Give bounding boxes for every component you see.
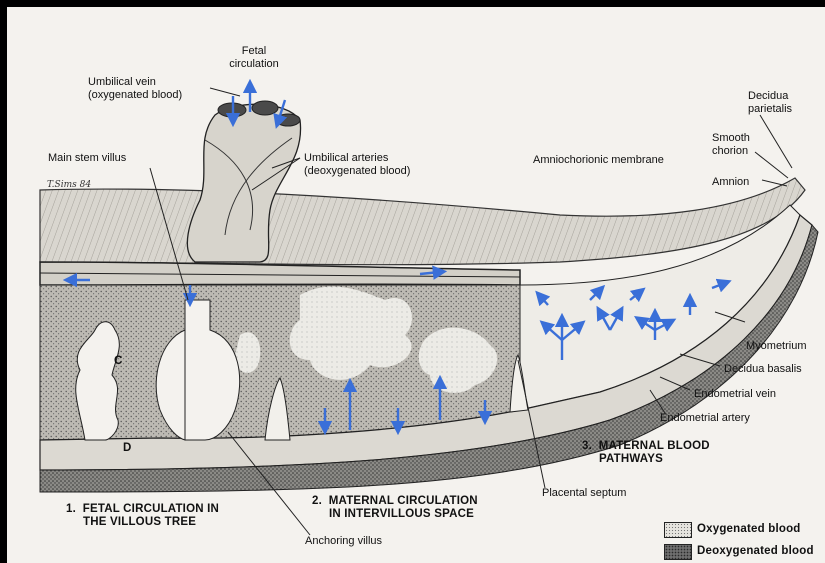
section-fetal-circulation: 1. FETAL CIRCULATION IN THE VILLOUS TREE xyxy=(66,503,219,529)
label-decidua-basalis: Decidua basalis xyxy=(724,363,802,376)
section-maternal-pathways: 3. MATERNAL BLOOD PATHWAYS xyxy=(582,440,710,466)
legend-swatch-oxygenated xyxy=(664,522,692,538)
label-amniochorionic-membrane: Amniochorionic membrane xyxy=(533,154,664,167)
label-amnion: Amnion xyxy=(712,176,749,189)
legend-label-deoxygenated: Deoxygenated blood xyxy=(697,545,814,558)
label-letter-c: C xyxy=(114,355,123,368)
label-main-stem-villus: Main stem villus xyxy=(48,152,126,165)
label-anchoring-villus: Anchoring villus xyxy=(305,535,382,548)
label-smooth-chorion: Smooth chorion xyxy=(712,132,750,158)
label-placental-septum: Placental septum xyxy=(542,487,626,500)
section-maternal-circulation: 2. MATERNAL CIRCULATION IN INTERVILLOUS … xyxy=(312,495,478,521)
legend-label-oxygenated: Oxygenated blood xyxy=(697,523,801,536)
label-endometrial-vein: Endometrial vein xyxy=(694,388,776,401)
label-umbilical-arteries: Umbilical arteries (deoxygenated blood) xyxy=(304,152,410,178)
legend-swatch-deoxygenated xyxy=(664,544,692,560)
label-decidua-parietalis: Decidua parietalis xyxy=(748,90,792,116)
label-endometrial-artery: Endometrial artery xyxy=(660,412,750,425)
chorionic-plate xyxy=(40,178,805,265)
label-fetal-circulation: Fetal circulation xyxy=(214,45,294,71)
label-letter-d: D xyxy=(123,442,132,455)
label-umbilical-vein: Umbilical vein (oxygenated blood) xyxy=(88,76,182,102)
label-myometrium: Myometrium xyxy=(746,340,807,353)
artist-signature: T.Sims 84 xyxy=(47,180,91,190)
umbilical-vessel-end xyxy=(252,101,278,115)
